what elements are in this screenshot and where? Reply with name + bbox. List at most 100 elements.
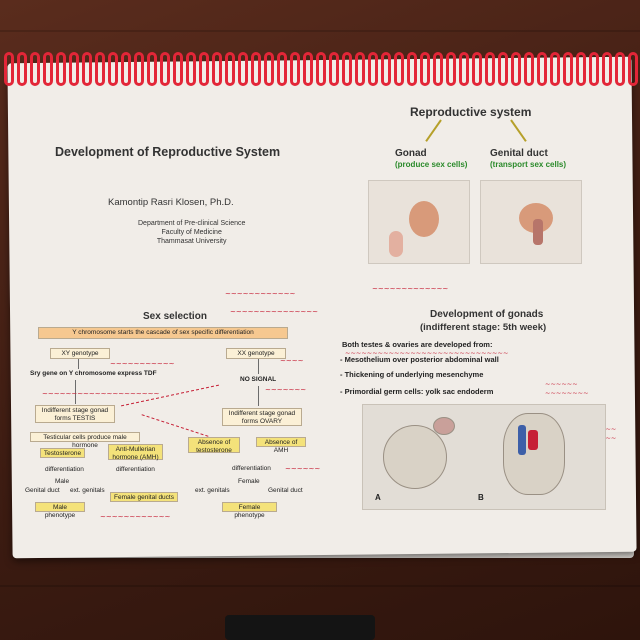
spiral-coil	[446, 52, 456, 86]
spiral-coil	[550, 52, 560, 86]
spiral-coil	[407, 52, 417, 86]
spiral-binding	[0, 52, 640, 92]
spiral-coil	[576, 52, 586, 86]
handwritten-note: ~~~~	[280, 357, 304, 365]
spiral-coil	[589, 52, 599, 86]
differentiation-text: differentiation	[116, 466, 155, 473]
male-anatomy-illustration	[368, 180, 470, 264]
spiral-coil	[121, 52, 131, 86]
spiral-coil	[82, 52, 92, 86]
spiral-coil	[329, 52, 339, 86]
gonads-item: - Thickening of underlying mesenchyme	[340, 370, 484, 379]
handwritten-note: ~~~~~~~~~~~~~~~	[230, 308, 318, 316]
handwritten-note: ~~~~~~~~~~~~~~~~~~~~	[42, 390, 160, 398]
spiral-coil	[342, 52, 352, 86]
spiral-coil	[186, 52, 196, 86]
spiral-coil	[316, 52, 326, 86]
sex-selection-title: Sex selection	[143, 311, 207, 322]
spiral-coil	[134, 52, 144, 86]
spiral-coil	[459, 52, 469, 86]
spiral-coil	[381, 52, 391, 86]
spiral-coil	[56, 52, 66, 86]
spiral-coil	[420, 52, 430, 86]
spiral-coil	[95, 52, 105, 86]
gonads-lead-text: Both testes & ovaries are developed from…	[342, 340, 493, 349]
spiral-coil	[264, 52, 274, 86]
page-title: Development of Reproductive System	[55, 145, 281, 159]
spiral-coil	[433, 52, 443, 86]
spiral-coil	[277, 52, 287, 86]
amh-box: Anti-Mullerian hormone (AMH)	[108, 444, 163, 461]
spiral-coil	[524, 52, 534, 86]
spiral-coil	[602, 52, 612, 86]
pen-object	[225, 615, 375, 640]
xx-genotype-box: XX genotype	[226, 348, 286, 359]
flow-line	[258, 386, 259, 406]
testis-box: Indifferent stage gonad forms TESTIS	[35, 405, 115, 423]
spiral-coil	[303, 52, 313, 86]
figure-label-a: A	[375, 493, 381, 502]
genital-duct-text: Genital duct	[268, 487, 303, 494]
handwritten-note: ~~~~~~~	[265, 386, 307, 394]
gonads-subtitle: (indifferent stage: 5th week)	[420, 322, 547, 333]
spiral-coil	[212, 52, 222, 86]
spiral-coil	[394, 52, 404, 86]
differentiation-text: differentiation	[232, 465, 271, 472]
gonads-title: Development of gonads	[430, 309, 544, 320]
handwritten-note: ~~~~~~~~~~~	[110, 360, 175, 368]
reproductive-system-title: Reproductive system	[410, 105, 532, 119]
female-label: Female	[238, 478, 260, 485]
figure-label-b: B	[478, 493, 484, 502]
ovary-box: Indifferent stage gonad forms OVARY	[222, 408, 302, 426]
flow-line	[75, 380, 76, 404]
no-signal-text: NO SIGNAL	[240, 376, 277, 383]
gonads-item: - Mesothelium over posterior abdominal w…	[340, 355, 499, 364]
female-genital-ducts-box: Female genital ducts	[110, 492, 178, 502]
handwritten-note: ~~~~~~~~~~~~	[100, 513, 171, 521]
female-anatomy-illustration	[480, 180, 582, 264]
male-phenotype-box: Male phenotype	[35, 502, 85, 519]
wood-grain	[0, 30, 640, 32]
author-name: Kamontip Rasri Klosen, Ph.D.	[108, 197, 234, 208]
absence-testosterone-box: Absence of testosterone	[188, 437, 240, 454]
spiral-coil	[69, 52, 79, 86]
differentiation-text: differentiation	[45, 466, 84, 473]
cascade-box: Y chromosome starts the cascade of sex s…	[38, 327, 288, 339]
spiral-coil	[160, 52, 170, 86]
spiral-coil	[17, 52, 27, 86]
spiral-coil	[485, 52, 495, 86]
department-block: Department of Pre-clinical Science Facul…	[138, 220, 246, 245]
ext-genitals-text: ext. genitals	[195, 487, 230, 494]
handwritten-note: ~~~~~~~~~~~~~~	[545, 380, 589, 397]
gonads-item: - Primordial germ cells: yolk sac endode…	[340, 387, 494, 396]
handwritten-note: ~~~~~~~~~~~~~	[372, 285, 449, 293]
spiral-coil	[511, 52, 521, 86]
spiral-coil	[498, 52, 508, 86]
handwritten-note: ~~~~~~~~~~~~	[225, 290, 296, 298]
male-label: Male	[55, 478, 70, 485]
female-phenotype-box: Female phenotype	[222, 502, 277, 519]
genital-duct-text: Genital duct	[25, 487, 60, 494]
spiral-coil	[615, 52, 625, 86]
spiral-coil	[199, 52, 209, 86]
embryo-illustration: A B	[362, 404, 606, 510]
genital-duct-label: Genital duct (transport sex cells)	[490, 148, 567, 169]
wood-grain	[0, 585, 640, 587]
absence-amh-box: Absence of AMH	[256, 437, 306, 454]
spiral-coil	[4, 52, 14, 86]
spiral-coil	[43, 52, 53, 86]
handwritten-note: ~~~~~~	[285, 465, 321, 473]
spiral-coil	[537, 52, 547, 86]
spiral-coil	[238, 52, 248, 86]
spiral-coil	[251, 52, 261, 86]
spiral-coil	[368, 52, 378, 86]
spiral-coil	[563, 52, 573, 86]
ext-genitals-text: ext. genitals	[70, 487, 105, 494]
handwritten-note: ~~~~~~~~~~~~~~~~~~~~~~~~~~~~~~	[345, 349, 509, 357]
flow-line	[258, 359, 259, 374]
testosterone-box: Testosterone	[40, 448, 85, 458]
spiral-coil	[30, 52, 40, 86]
spiral-coil	[290, 52, 300, 86]
spiral-coil	[225, 52, 235, 86]
spiral-coil	[355, 52, 365, 86]
